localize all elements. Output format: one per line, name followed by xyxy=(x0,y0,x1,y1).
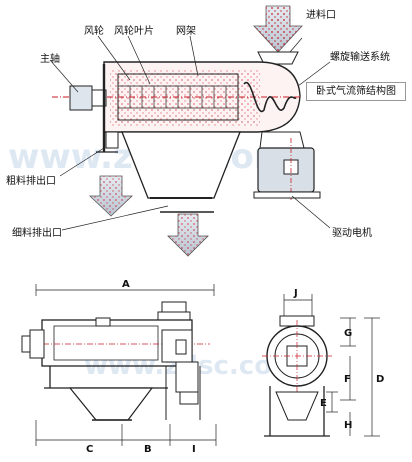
dim-H: H xyxy=(344,420,352,431)
dim-J: J xyxy=(293,288,298,299)
label-screw-conveyor: 螺旋输送系统 xyxy=(330,50,390,63)
main-shaft-housing xyxy=(69,85,107,111)
dim-A: A xyxy=(122,279,130,290)
label-fan-wheel: 风轮 xyxy=(84,24,104,37)
label-screen-frame: 网架 xyxy=(176,25,196,37)
side-elevation xyxy=(262,294,380,437)
label-feed-inlet: 进料口 xyxy=(306,8,336,21)
label-main-shaft: 主轴 xyxy=(40,52,60,65)
dim-E: E xyxy=(320,398,327,409)
drive-motor xyxy=(253,131,321,200)
dim-F: F xyxy=(344,374,351,385)
screen-body xyxy=(52,61,301,133)
front-elevation xyxy=(21,284,217,446)
dim-B: B xyxy=(144,444,152,455)
diagram-caption: 卧式气流筛结构图 xyxy=(306,82,406,101)
dim-D: D xyxy=(376,374,384,385)
label-coarse-outlet: 粗料排出口 xyxy=(6,174,56,187)
label-fan-blade: 风轮叶片 xyxy=(114,24,154,37)
dim-C: C xyxy=(86,444,93,455)
coarse-outlet-arrow-icon xyxy=(89,175,133,217)
dim-G: G xyxy=(344,328,352,339)
label-drive-motor: 驱动电机 xyxy=(332,226,372,239)
fine-outlet-arrow-icon xyxy=(167,213,209,257)
feed-inlet-arrow-icon xyxy=(253,5,303,53)
label-fine-outlet: 细料排出口 xyxy=(12,226,62,239)
dim-I: I xyxy=(192,444,196,455)
